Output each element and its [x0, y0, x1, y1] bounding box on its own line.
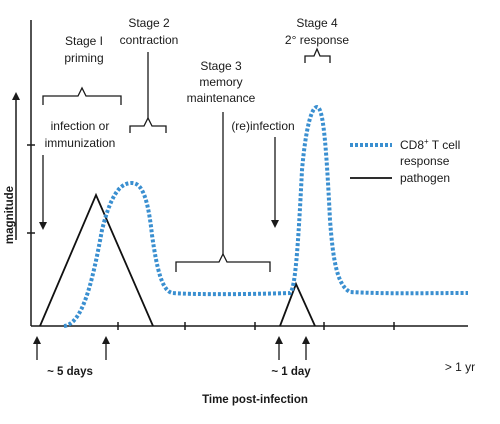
stage3-line3: maintenance	[187, 91, 256, 105]
stage4-bracket	[304, 47, 331, 63]
stage4-title: Stage 4	[296, 16, 338, 30]
stage4-subtitle: 2° response	[285, 33, 349, 47]
stage3-title: Stage 3	[200, 59, 242, 73]
stage2-bracket	[129, 116, 167, 133]
y-axis-label: magnitude	[4, 186, 16, 244]
legend-cd8-label: CD8+ T cell	[400, 137, 460, 152]
one-year-label: > 1 yr	[445, 360, 475, 374]
time-markers	[33, 336, 310, 360]
stage3-bracket	[175, 252, 271, 272]
pathogen-curve-primary	[39, 192, 154, 327]
x-axis-label: Time post-infection	[202, 394, 308, 406]
reinfection-label: (re)infection	[231, 119, 294, 133]
stage2-title: Stage 2	[128, 16, 170, 30]
x-axis-ticks	[117, 322, 395, 330]
stage1-title: Stage I	[65, 34, 103, 48]
stage2-subtitle: contraction	[120, 33, 179, 47]
stage3-line2: memory	[199, 75, 242, 89]
legend-pathogen-label: pathogen	[400, 171, 450, 185]
one-day-label: ~ 1 day	[271, 366, 311, 378]
stage1-bracket	[42, 86, 122, 105]
y-axis-ticks	[27, 144, 35, 234]
infection-label-line1: infection or	[51, 119, 110, 133]
cd8-response-curve	[63, 104, 469, 328]
legend-cd8-label-line2: response	[400, 154, 450, 168]
legend: CD8+ T cell response pathogen	[350, 137, 460, 185]
stage1-subtitle: priming	[64, 51, 103, 65]
five-days-label: ~ 5 days	[47, 366, 93, 378]
infection-label-line2: immunization	[45, 136, 116, 150]
pathogen-curve-secondary	[279, 281, 316, 327]
